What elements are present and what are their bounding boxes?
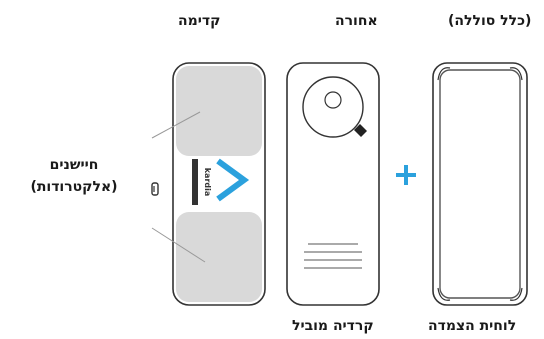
label-sensors: חיישנים (אלקטרודות) <box>20 154 128 198</box>
sensor-pointer-bottom <box>151 227 206 263</box>
speaker-grille <box>304 243 362 269</box>
label-battery-case: (כלל סוללה) <box>448 13 532 29</box>
chevron-right-icon <box>216 158 250 202</box>
side-button-icon <box>151 182 159 196</box>
label-adhesion-plate: לוחית הצמדה <box>428 318 517 334</box>
label-back: אחורה <box>335 13 378 29</box>
kardia-logo: kardia <box>192 159 212 205</box>
label-sensors-line1: חיישנים <box>49 157 99 173</box>
label-mobile-device: קרדיה מוביל <box>292 318 374 334</box>
sensor-pointer-top <box>151 111 201 139</box>
device-back <box>286 62 380 306</box>
label-sensors-line2: (אלקטרודות) <box>30 179 118 195</box>
device-front: kardia <box>151 62 266 306</box>
label-front: קדימה <box>178 13 221 29</box>
camera-lens-icon <box>302 76 364 138</box>
electrode-bottom <box>176 212 262 302</box>
plus-icon <box>396 165 416 185</box>
kardia-logo-text: kardia <box>203 168 212 197</box>
adhesion-plate <box>432 62 528 306</box>
battery-door-icon <box>354 124 367 137</box>
electrode-top <box>176 66 262 156</box>
